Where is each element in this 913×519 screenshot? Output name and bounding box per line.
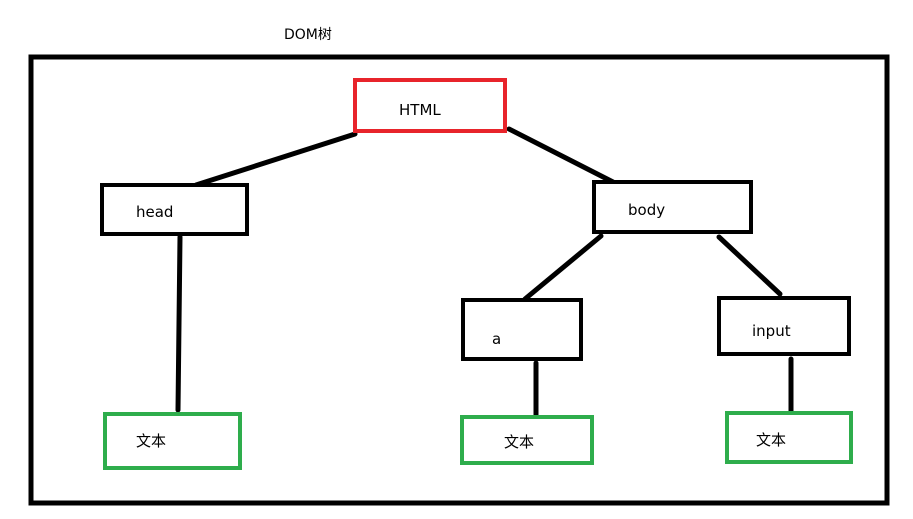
node-a-box: [461, 298, 583, 361]
node-text-input: 文本: [725, 411, 853, 464]
outer-frame: [28, 54, 890, 506]
node-text-a-label: 文本: [504, 433, 534, 451]
node-a-label: a: [492, 330, 501, 348]
node-head-label: head: [136, 203, 173, 221]
node-text-a-box: [460, 415, 594, 465]
edge-body-a: [522, 233, 604, 302]
node-input-box: [717, 296, 851, 356]
node-head: head: [100, 183, 249, 236]
node-head-box: [100, 183, 249, 236]
node-body: body: [592, 180, 753, 234]
edge-head-text: [175, 234, 183, 413]
diagram-title: DOM树: [284, 27, 332, 43]
edges: [175, 126, 794, 418]
edge-html-head: [193, 131, 358, 188]
node-input: input: [717, 296, 851, 356]
node-body-box: [592, 180, 753, 234]
node-text-head-box: [103, 412, 242, 470]
node-text-head-label: 文本: [136, 432, 166, 450]
node-html: HTML: [353, 78, 507, 133]
edge-body-input: [716, 234, 783, 297]
node-text-a: 文本: [460, 415, 594, 465]
node-text-input-box: [725, 411, 853, 464]
node-body-label: body: [628, 201, 665, 219]
node-input-label: input: [752, 322, 791, 340]
node-html-box: [353, 78, 507, 133]
node-html-label: HTML: [399, 101, 441, 119]
node-text-head: 文本: [103, 412, 242, 470]
node-text-input-label: 文本: [756, 431, 786, 449]
edge-html-body: [506, 126, 616, 185]
node-a: a: [461, 298, 583, 361]
